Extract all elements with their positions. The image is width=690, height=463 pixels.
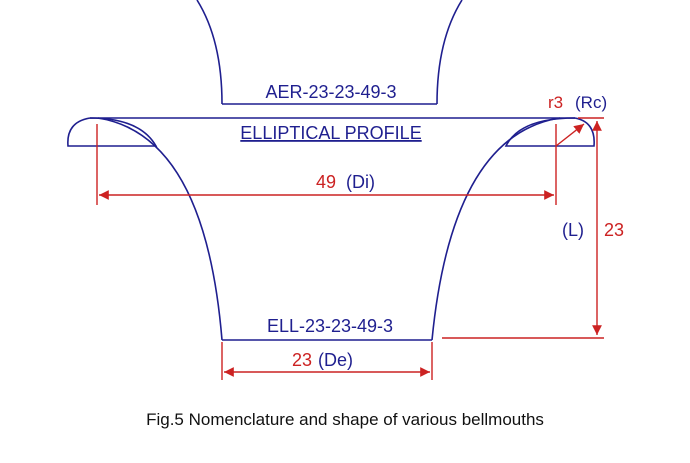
- l-symbol-label: (L): [562, 220, 584, 240]
- aer-right-wall: [436, 0, 463, 105]
- de-value-label: 23: [292, 350, 312, 370]
- aer-name-label: AER-23-23-49-3: [265, 82, 396, 102]
- l-value-label: 23: [604, 220, 624, 240]
- di-symbol-label: (Di): [346, 172, 375, 192]
- ell-right-wall: [431, 117, 561, 341]
- di-value-label: 49: [316, 172, 336, 192]
- ell-bellmouth-outline: [97, 117, 561, 341]
- flange-left-lip: [67, 117, 158, 147]
- aer-left-wall: [196, 0, 223, 105]
- rc-value-label: r3: [548, 93, 563, 112]
- rc-radius-leader: [555, 123, 585, 147]
- dimension-lines: [96, 117, 604, 380]
- ell-left-wall: [97, 117, 223, 341]
- figure-caption: Fig.5 Nomenclature and shape of various …: [146, 410, 544, 429]
- de-symbol-label: (De): [318, 350, 353, 370]
- profile-title-label: ELLIPTICAL PROFILE: [240, 123, 421, 143]
- flange-right-lip: [504, 117, 595, 147]
- rc-symbol-label: (Rc): [575, 93, 607, 112]
- ell-name-label: ELL-23-23-49-3: [267, 316, 393, 336]
- aer-bellmouth-outline: [196, 0, 463, 105]
